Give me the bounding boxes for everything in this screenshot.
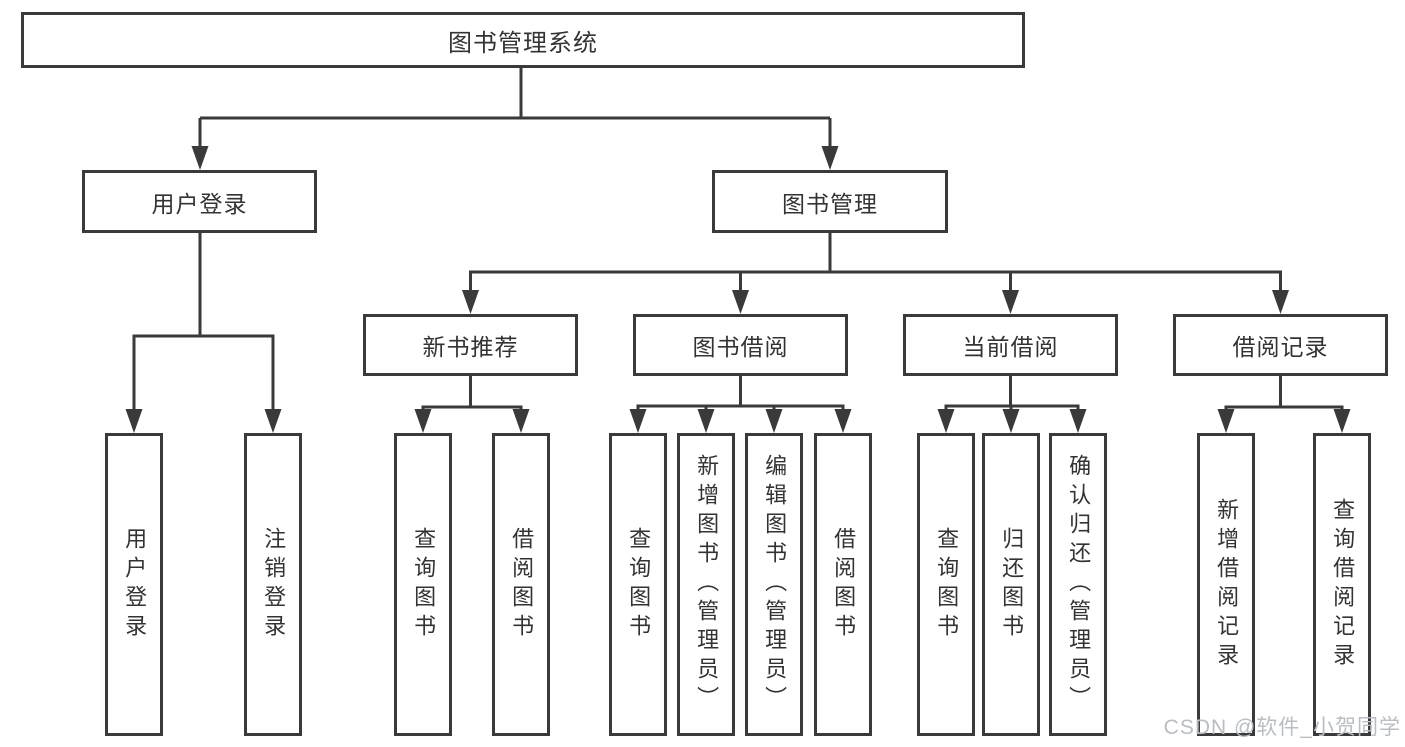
watermark-text: CSDN @软件_小贺同学 xyxy=(1163,716,1401,739)
leaf-return-books: 归还图书 xyxy=(982,433,1040,736)
leaf-edit-books-admin-label: 编辑图书（管理员） xyxy=(762,454,788,715)
arrowhead xyxy=(732,290,749,314)
arrowhead xyxy=(1002,290,1019,314)
arrowhead xyxy=(834,409,852,433)
connector-book-management-to-level3 xyxy=(462,233,1289,314)
leaf-search-books-borrow-label: 查询图书 xyxy=(626,526,652,643)
arrowhead xyxy=(697,409,715,433)
node-new-book-recommend: 新书推荐 xyxy=(363,314,578,376)
arrowhead xyxy=(512,409,530,433)
leaf-add-books-admin-label: 新增图书（管理员） xyxy=(694,454,720,715)
leaf-logout-label: 注销登录 xyxy=(261,526,287,643)
node-new-book-recommend-label: 新书推荐 xyxy=(422,334,519,360)
connector-user-login-group xyxy=(125,233,282,433)
leaf-edit-books-admin: 编辑图书（管理员） xyxy=(745,433,803,736)
node-root-label: 图书管理系统 xyxy=(448,29,598,57)
node-book-management-label: 图书管理 xyxy=(782,190,878,217)
node-book-management: 图书管理 xyxy=(712,170,948,233)
leaf-search-borrow-record: 查询借阅记录 xyxy=(1313,433,1371,736)
arrowhead xyxy=(462,290,479,314)
arrowhead xyxy=(1069,409,1087,433)
leaf-user-login: 用户登录 xyxy=(105,433,163,736)
leaf-borrow-books-recommend: 借阅图书 xyxy=(492,433,550,736)
node-borrow-records: 借阅记录 xyxy=(1173,314,1388,376)
connector-borrow-records-group xyxy=(1217,376,1351,433)
arrowhead xyxy=(1217,409,1235,433)
node-user-login-label: 用户登录 xyxy=(151,190,248,217)
node-root: 图书管理系统 xyxy=(21,12,1025,68)
leaf-search-books-current: 查询图书 xyxy=(917,433,975,736)
arrowhead xyxy=(821,146,839,170)
arrowhead xyxy=(1272,290,1289,314)
node-current-borrow: 当前借阅 xyxy=(903,314,1118,376)
leaf-search-borrow-record-label: 查询借阅记录 xyxy=(1330,497,1356,672)
arrowhead xyxy=(765,409,783,433)
node-current-borrow-label: 当前借阅 xyxy=(962,334,1059,360)
arrowhead xyxy=(191,146,209,170)
leaf-confirm-return-admin: 确认归还（管理员） xyxy=(1049,433,1107,736)
arrowhead xyxy=(937,409,955,433)
node-book-borrow: 图书借阅 xyxy=(633,314,848,376)
arrowhead xyxy=(414,409,432,433)
leaf-search-books-borrow: 查询图书 xyxy=(609,433,667,736)
leaf-add-borrow-record-label: 新增借阅记录 xyxy=(1214,497,1240,672)
leaf-borrow-books-borrow-label: 借阅图书 xyxy=(831,526,857,643)
arrowhead xyxy=(629,409,647,433)
leaf-borrow-books-recommend-label: 借阅图书 xyxy=(509,526,535,643)
node-user-login: 用户登录 xyxy=(82,170,317,233)
leaf-add-books-admin: 新增图书（管理员） xyxy=(677,433,735,736)
leaf-search-books-current-label: 查询图书 xyxy=(934,526,960,643)
leaf-user-login-label: 用户登录 xyxy=(122,526,148,643)
connector-book-borrow-group xyxy=(629,376,852,433)
leaf-add-borrow-record: 新增借阅记录 xyxy=(1197,433,1255,736)
connector-new-book-recommend-group xyxy=(414,376,530,433)
arrowhead xyxy=(264,409,282,433)
leaf-return-books-label: 归还图书 xyxy=(999,526,1025,643)
leaf-search-books-recommend-label: 查询图书 xyxy=(411,526,437,643)
leaf-borrow-books-borrow: 借阅图书 xyxy=(814,433,872,736)
arrowhead xyxy=(1002,409,1020,433)
arrowhead xyxy=(1333,409,1351,433)
arrowhead xyxy=(125,409,143,433)
connector-current-borrow-group xyxy=(937,376,1087,433)
node-borrow-records-label: 借阅记录 xyxy=(1232,334,1329,360)
leaf-search-books-recommend: 查询图书 xyxy=(394,433,452,736)
connector-root-to-level2 xyxy=(191,68,839,170)
leaf-logout: 注销登录 xyxy=(244,433,302,736)
leaf-confirm-return-admin-label: 确认归还（管理员） xyxy=(1066,454,1092,715)
node-book-borrow-label: 图书借阅 xyxy=(692,334,789,360)
